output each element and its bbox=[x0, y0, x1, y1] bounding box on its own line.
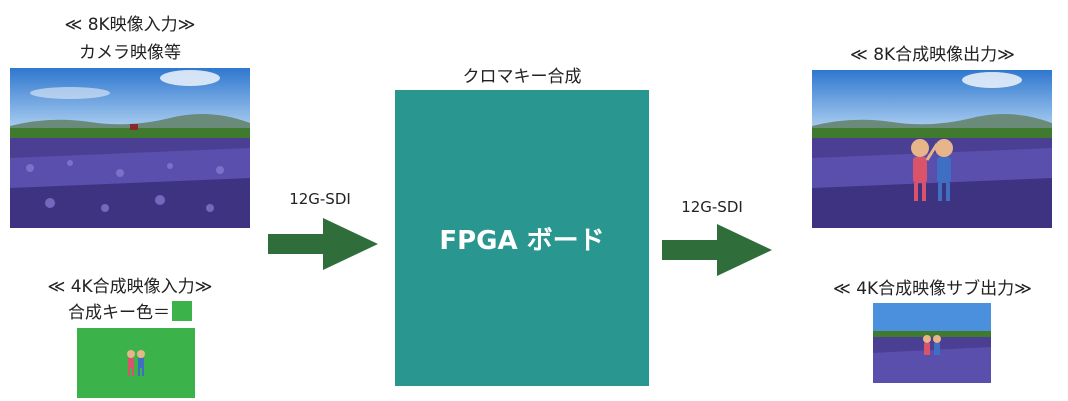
fpga-top-label: クロマキー合成 bbox=[462, 67, 582, 87]
output-8k-image bbox=[812, 70, 1052, 228]
input-8k-title: ≪ 8K映像入力≫ bbox=[64, 15, 196, 35]
input-4k-key-label: 合成キー色＝ bbox=[68, 303, 170, 323]
input-4k-image bbox=[77, 328, 195, 398]
fpga-board-label: FPGA ボード bbox=[439, 225, 605, 256]
input-8k-image bbox=[10, 68, 250, 228]
arrow-left-label: 12G-SDI bbox=[289, 190, 351, 208]
input-4k-key-row: 合成キー色＝ bbox=[20, 298, 240, 323]
input-8k-subtitle: カメラ映像等 bbox=[79, 43, 181, 63]
arrow-left-icon bbox=[268, 218, 378, 270]
key-color-swatch bbox=[172, 301, 192, 321]
output-8k-title: ≪ 8K合成映像出力≫ bbox=[850, 45, 1015, 65]
output-4k-title: ≪ 4K合成映像サブ出力≫ bbox=[833, 279, 1032, 299]
input-4k-title: ≪ 4K合成映像入力≫ bbox=[47, 277, 213, 297]
output-4k-image bbox=[873, 303, 991, 383]
arrow-right-icon bbox=[662, 224, 772, 276]
arrow-right-label: 12G-SDI bbox=[681, 198, 743, 216]
fpga-board: FPGA ボード bbox=[395, 90, 649, 386]
